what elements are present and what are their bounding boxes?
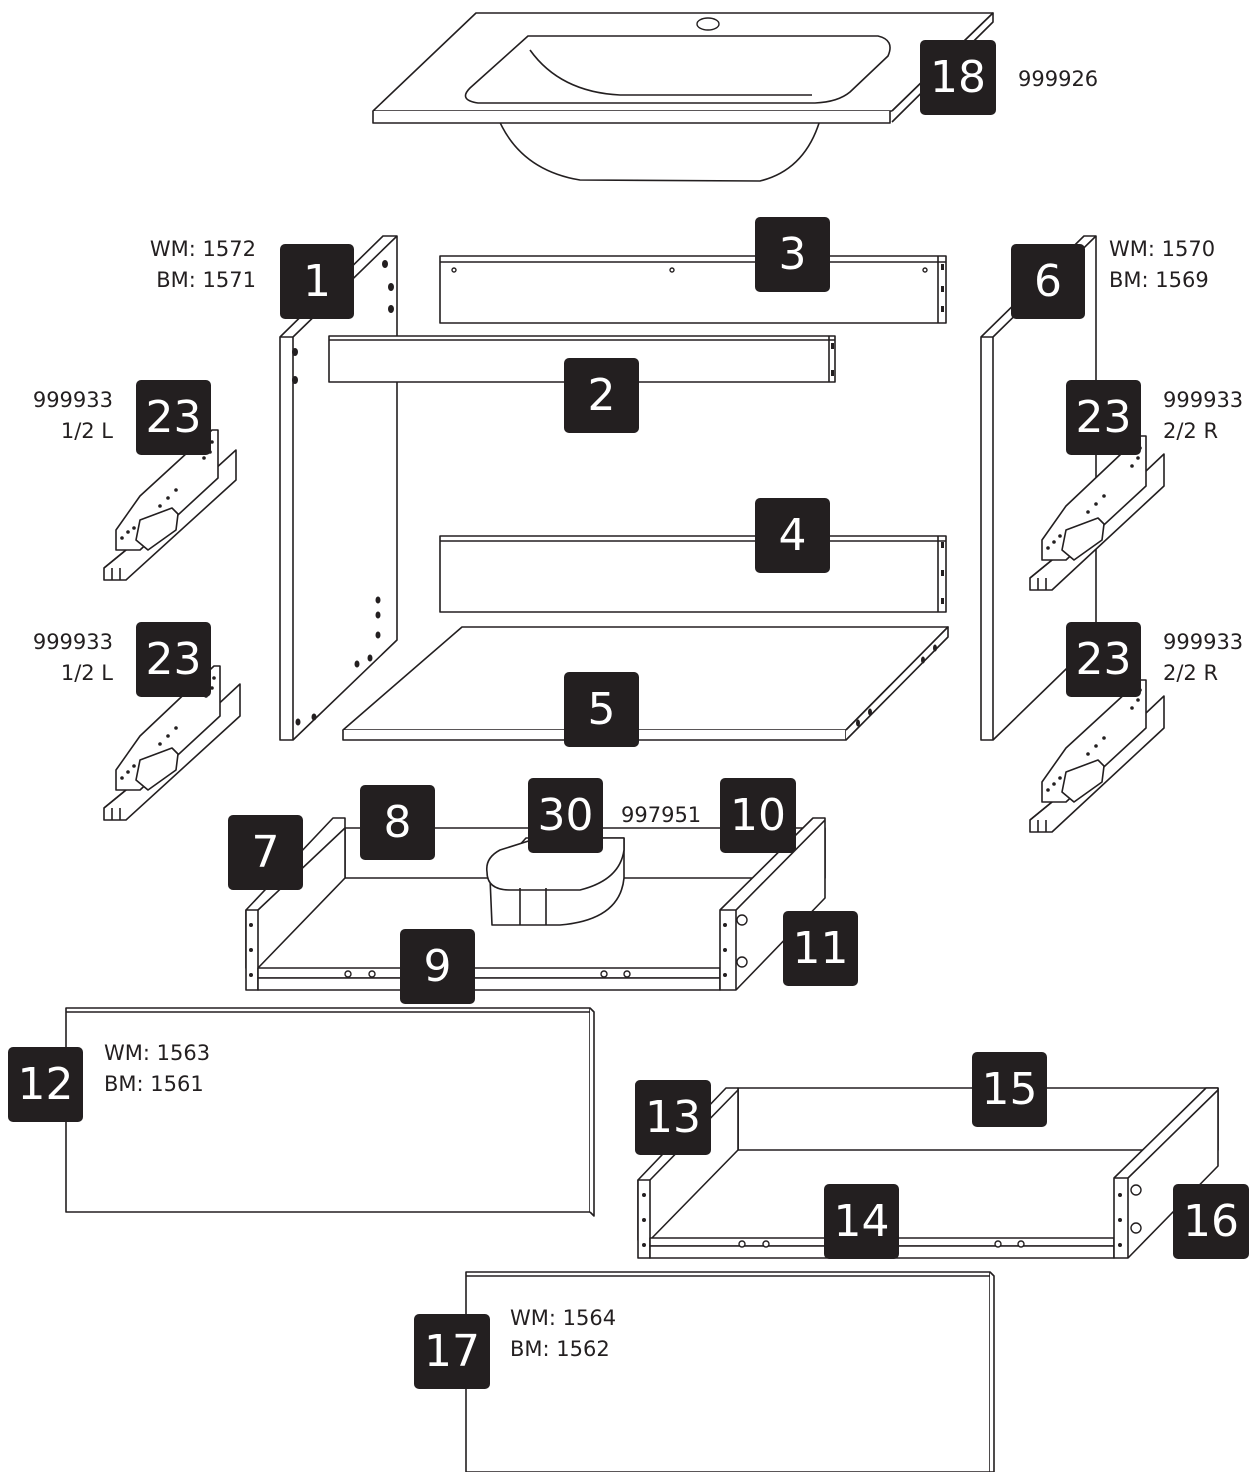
front-17-codes: WM: 1564 BM: 1562 xyxy=(510,1303,616,1365)
part-badge-12: 12 xyxy=(8,1047,83,1122)
runner-left-bottom-article: 999933 xyxy=(32,630,113,654)
runner-left-top-codes: 999933 1/2 L xyxy=(20,385,113,447)
front-12-codes: WM: 1563 BM: 1561 xyxy=(104,1038,210,1100)
runner-right-top-side: 2/2 R xyxy=(1163,419,1219,443)
part-badge-4: 4 xyxy=(755,498,830,573)
sink-code: 999926 xyxy=(1018,67,1099,91)
front-panel-17 xyxy=(465,1271,995,1472)
panel-1-wm-code: WM: 1572 xyxy=(149,237,256,261)
part-badge-30: 30 xyxy=(528,778,603,853)
upper-drawer-box xyxy=(245,817,826,991)
front-12-wm-code: WM: 1563 xyxy=(104,1041,211,1065)
part-badge-1: 1 xyxy=(280,244,354,319)
part-badge-2: 2 xyxy=(564,358,639,433)
part-badge-10: 10 xyxy=(720,778,796,853)
runner-left-bottom-side: 1/2 L xyxy=(60,661,113,685)
rail-4 xyxy=(439,535,947,613)
front-17-wm-code: WM: 1564 xyxy=(510,1306,617,1330)
panel-1-codes: WM: 1572 BM: 1571 xyxy=(126,234,256,296)
part-badge-6: 6 xyxy=(1011,244,1085,319)
runner-right-top-article: 999933 xyxy=(1163,388,1244,412)
part-badge-13: 13 xyxy=(635,1080,711,1155)
front-17-bm-code: BM: 1562 xyxy=(510,1337,610,1361)
part-badge-23-right-bottom: 23 xyxy=(1066,622,1141,697)
runner-left-top-side: 1/2 L xyxy=(60,419,113,443)
part-badge-23-right-top: 23 xyxy=(1066,380,1141,455)
runner-left-top-article: 999933 xyxy=(32,388,113,412)
lower-drawer-box xyxy=(637,1087,1219,1259)
part-badge-3: 3 xyxy=(755,217,830,292)
bottom-shelf xyxy=(342,626,949,741)
part-badge-7: 7 xyxy=(228,815,303,890)
part-badge-23-left-top: 23 xyxy=(136,380,211,455)
runner-right-bottom-article: 999933 xyxy=(1163,630,1244,654)
part-badge-17: 17 xyxy=(414,1314,490,1389)
part-badge-15: 15 xyxy=(972,1052,1047,1127)
panel-6-wm-code: WM: 1570 xyxy=(1109,237,1216,261)
part-badge-9: 9 xyxy=(400,929,475,1004)
panel-6-bm-code: BM: 1569 xyxy=(1109,268,1209,292)
runner-right-bottom xyxy=(1029,679,1165,833)
sink-code-label: 999926 xyxy=(1018,64,1098,95)
siphon-cutout-code: 997951 xyxy=(621,803,702,827)
runner-right-top xyxy=(1029,435,1165,591)
rail-3 xyxy=(439,255,947,324)
runner-left-top xyxy=(103,429,237,581)
part-badge-14: 14 xyxy=(824,1184,899,1259)
part-badge-16: 16 xyxy=(1173,1184,1249,1259)
part-badge-5: 5 xyxy=(564,672,639,747)
panel-6-codes: WM: 1570 BM: 1569 xyxy=(1109,234,1215,296)
front-12-bm-code: BM: 1561 xyxy=(104,1072,204,1096)
runner-right-bottom-codes: 999933 2/2 R xyxy=(1163,627,1243,689)
part-badge-18: 18 xyxy=(920,40,996,115)
part-badge-11: 11 xyxy=(783,911,858,986)
front-panel-12 xyxy=(65,1007,595,1217)
runner-right-bottom-side: 2/2 R xyxy=(1163,661,1219,685)
runner-right-top-codes: 999933 2/2 R xyxy=(1163,385,1243,447)
runner-left-bottom-codes: 999933 1/2 L xyxy=(20,627,113,689)
part-badge-23-left-bottom: 23 xyxy=(136,622,211,697)
part-badge-8: 8 xyxy=(360,785,435,860)
runner-left-bottom xyxy=(103,665,241,821)
sink-top xyxy=(372,12,994,182)
panel-1-bm-code: BM: 1571 xyxy=(156,268,256,292)
siphon-cutout-code-label: 997951 xyxy=(621,800,701,831)
